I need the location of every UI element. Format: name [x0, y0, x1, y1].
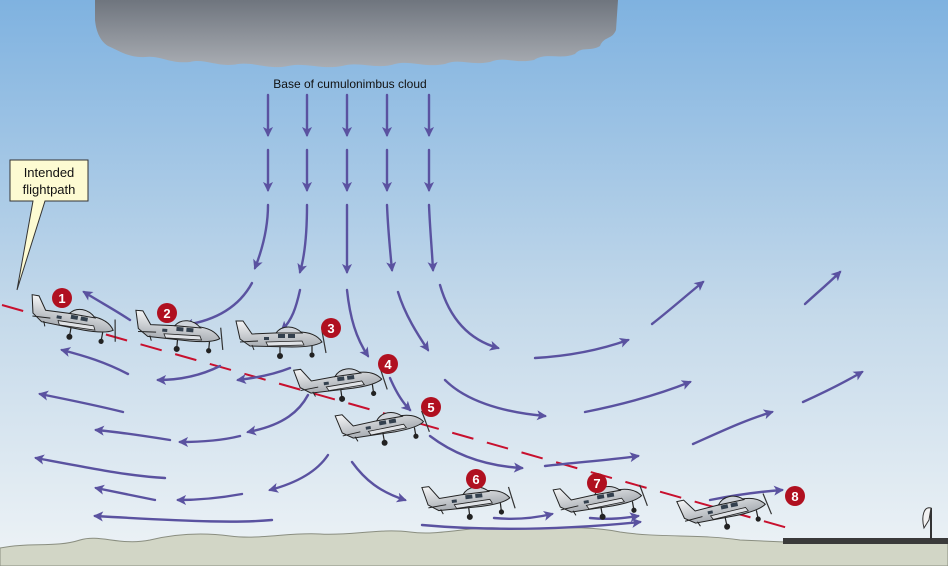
- marker-1-number: 1: [58, 291, 65, 306]
- marker-8-number: 8: [791, 489, 798, 504]
- cloud-base-label: Base of cumulonimbus cloud: [273, 77, 426, 91]
- marker-1: 1: [52, 288, 72, 308]
- callout-line-1: Intended: [24, 165, 75, 180]
- marker-2-number: 2: [163, 306, 170, 321]
- marker-4-number: 4: [384, 357, 392, 372]
- ground: [0, 527, 948, 566]
- windsock: [922, 507, 932, 540]
- wind-flow-arrows: [34, 93, 864, 530]
- marker-6-number: 6: [472, 472, 479, 487]
- marker-4: 4: [378, 354, 398, 374]
- marker-5: 5: [421, 397, 441, 417]
- marker-3: 3: [321, 318, 341, 338]
- marker-5-number: 5: [427, 400, 434, 415]
- marker-7-number: 7: [593, 476, 600, 491]
- runway: [783, 538, 948, 544]
- callout-line-2: flightpath: [23, 182, 76, 197]
- marker-8: 8: [785, 486, 805, 506]
- marker-3-number: 3: [327, 321, 334, 336]
- cumulonimbus-cloud: [95, 0, 618, 68]
- marker-2: 2: [157, 303, 177, 323]
- flightpath-callout: Intended flightpath: [9, 159, 89, 291]
- marker-7: 7: [587, 473, 607, 493]
- marker-6: 6: [466, 469, 486, 489]
